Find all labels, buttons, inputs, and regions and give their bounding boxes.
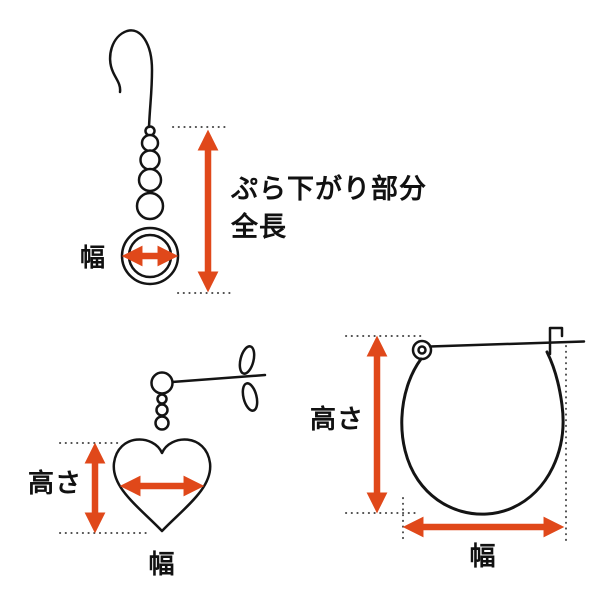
hoop-height-label: 高さ bbox=[310, 404, 364, 434]
dangle-width-label: 幅 bbox=[80, 244, 106, 272]
bead bbox=[140, 133, 160, 153]
heart-width-label: 幅 bbox=[148, 549, 175, 579]
hoop-body bbox=[400, 350, 565, 516]
bead bbox=[137, 167, 163, 193]
hoop-clasp bbox=[548, 326, 564, 356]
stud-ball bbox=[150, 371, 174, 395]
hoop-hinge-outer bbox=[411, 339, 433, 361]
bead bbox=[139, 149, 161, 171]
dangle-length-label-line1: ぷら下がり部分 bbox=[230, 173, 427, 204]
dangle-length-label-line2: 全長 bbox=[230, 211, 287, 242]
bead bbox=[135, 191, 165, 221]
heart-drop bbox=[112, 438, 212, 533]
butterfly-clutch-lower-wing bbox=[241, 382, 259, 412]
hoop-earring-group: 高さ 幅 bbox=[310, 326, 586, 571]
heart-stud-group: 高さ 幅 bbox=[28, 345, 267, 579]
dangle-earring-group: 幅 ぷら下がり部分 全長 bbox=[80, 29, 427, 294]
bead bbox=[154, 415, 170, 431]
heart-height-label: 高さ bbox=[28, 468, 82, 498]
butterfly-clutch-upper-wing bbox=[238, 345, 256, 375]
ear-hook bbox=[108, 29, 154, 129]
bead bbox=[155, 403, 169, 417]
ear-post bbox=[170, 373, 267, 384]
bead bbox=[156, 393, 168, 405]
hoop-width-label: 幅 bbox=[469, 541, 496, 571]
hoop-hinge-inner bbox=[417, 345, 427, 355]
hoop-pin bbox=[428, 340, 586, 348]
